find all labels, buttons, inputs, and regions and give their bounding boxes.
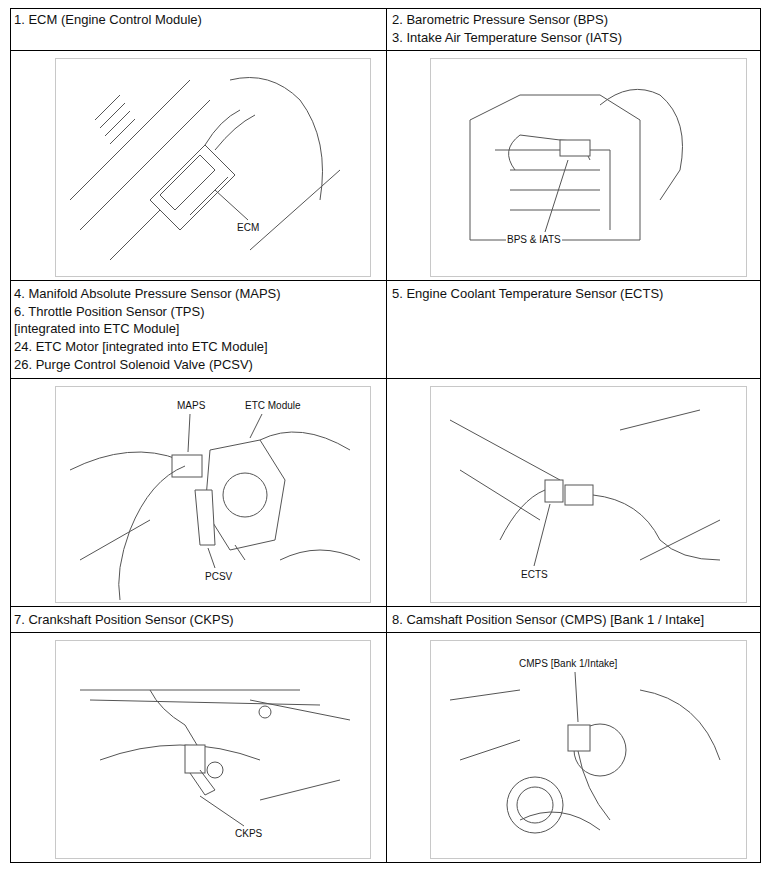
part-label: ETC Module [244,400,302,412]
table-header: 24. ETC Motor [integrated into ETC Modul… [14,339,268,355]
part-label: PCSV [204,571,233,583]
table-header: 8. Camshaft Position Sensor (CMPS) [Bank… [392,612,704,628]
part-label: BPS & IATS [506,234,562,246]
table-header: 26. Purge Control Solenoid Valve (PCSV) [14,357,253,373]
part-label: MAPS [176,400,206,412]
table-header: 7. Crankshaft Position Sensor (CKPS) [14,612,234,628]
table-header: 5. Engine Coolant Temperature Sensor (EC… [392,286,663,302]
part-label: ECM [236,222,260,234]
table-header: 2. Barometric Pressure Sensor (BPS) [392,12,608,28]
table-header: 6. Throttle Position Sensor (TPS) [14,304,205,320]
table-header: 4. Manifold Absolute Pressure Sensor (MA… [14,286,281,302]
part-label: ECTS [520,569,549,581]
part-label: CMPS [Bank 1/Intake] [518,658,618,670]
table-header: 3. Intake Air Temperature Sensor (IATS) [392,30,622,46]
part-label: CKPS [234,828,263,840]
table-header: 1. ECM (Engine Control Module) [14,12,202,28]
table-header: [integrated into ETC Module] [14,321,179,337]
